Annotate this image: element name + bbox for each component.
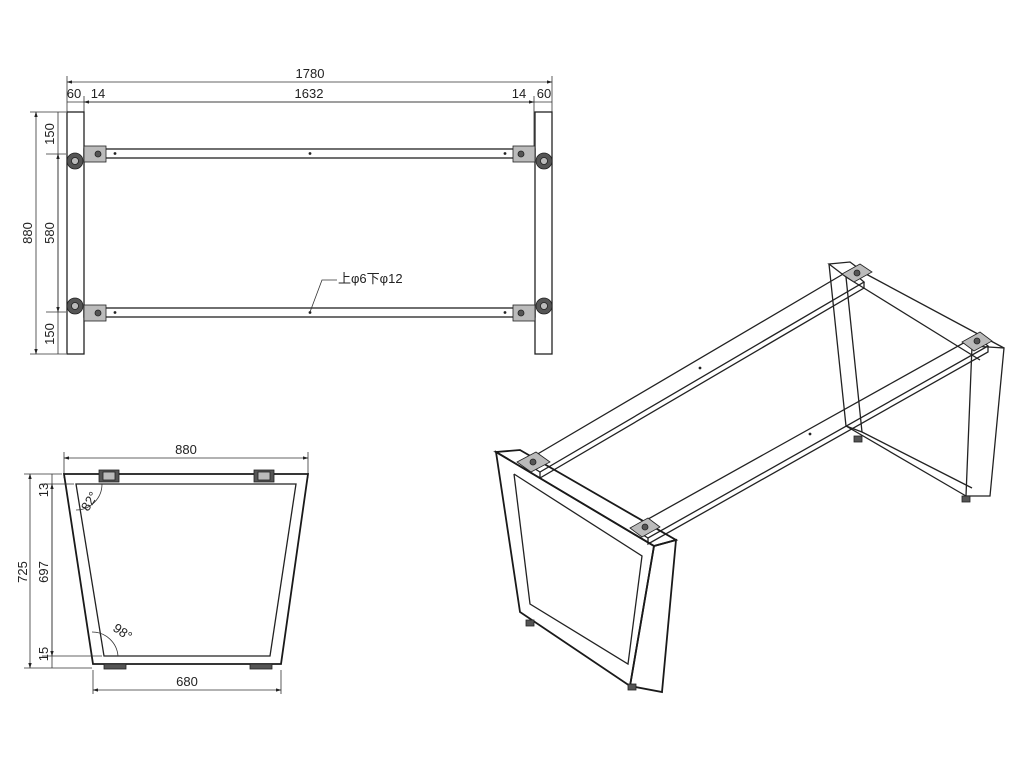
- bracket-top-right: [512, 145, 553, 170]
- dim-top-width: 880: [175, 442, 197, 457]
- iso-rails: [522, 269, 990, 546]
- top-view: 1780 60 14 1632 14 60 880 580 150 150: [20, 66, 553, 355]
- dim-inner-depth: 580: [42, 222, 57, 244]
- dim-end-offset-right: 60: [537, 86, 551, 101]
- dim-overall-depth: 880: [20, 222, 35, 244]
- dim-rail-length: 1632: [295, 86, 324, 101]
- iso-front-frame: [493, 449, 679, 694]
- isometric-view: [493, 261, 1005, 694]
- side-view: 880 82° 98° 725 697 13 15 680: [15, 442, 310, 694]
- bracket-bottom-right: [512, 297, 553, 322]
- bracket-bottom-left: [66, 297, 107, 322]
- leg-frame-outer: [62, 473, 310, 665]
- dim-inner-height: 697: [36, 561, 51, 583]
- dim-edge-top: 150: [42, 123, 57, 145]
- bracket-top-left: [66, 145, 107, 170]
- dim-gap-right: 14: [512, 86, 526, 101]
- dim-total-height: 725: [15, 561, 30, 583]
- dim-gap-left: 14: [91, 86, 105, 101]
- left-leg-plan: [66, 111, 85, 355]
- dim-end-offset-left: 60: [67, 86, 81, 101]
- iso-back-frame: [827, 261, 1005, 503]
- angle-bottom: 98°: [110, 620, 135, 644]
- dim-bottom-width: 680: [176, 674, 198, 689]
- dim-foot-height: 15: [36, 647, 51, 661]
- dim-overall-width: 1780: [296, 66, 325, 81]
- hole-note: 上φ6下φ12: [338, 271, 403, 286]
- leg-frame-inner: [75, 483, 297, 657]
- iso-brackets: [516, 263, 993, 538]
- dim-edge-bottom: 150: [42, 323, 57, 345]
- dim-top-thickness: 13: [36, 483, 51, 497]
- right-leg-plan: [534, 111, 553, 355]
